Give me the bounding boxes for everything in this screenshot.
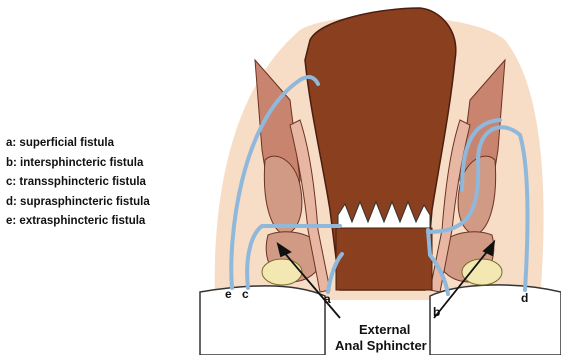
label-d: d <box>521 291 528 305</box>
legend-item-e: e: extrasphincteric fistula <box>6 212 206 232</box>
label-b: b <box>433 305 440 319</box>
anal-canal <box>336 228 432 290</box>
legend: a: superficial fistula b: intersphincter… <box>6 134 206 232</box>
right-fat-pad <box>462 259 502 285</box>
label-a: a <box>324 292 331 306</box>
skin-outline-right <box>430 285 561 355</box>
caption-line1: External <box>359 322 410 337</box>
legend-item-d: d: suprasphincteric fistula <box>6 193 206 213</box>
label-e: e <box>225 287 232 301</box>
legend-item-a: a: superficial fistula <box>6 134 206 154</box>
left-fat-pad <box>262 259 302 285</box>
legend-item-c: c: transsphincteric fistula <box>6 173 206 193</box>
label-c: c <box>242 287 249 301</box>
skin-outline <box>200 286 325 355</box>
caption-line2: Anal Sphincter <box>335 338 427 353</box>
legend-item-b: b: intersphincteric fistula <box>6 154 206 174</box>
